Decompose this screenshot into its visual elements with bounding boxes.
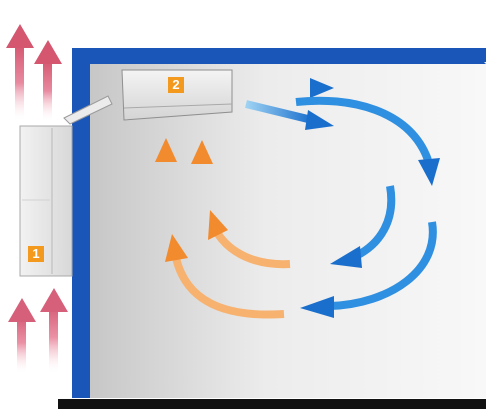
warm-air-arrows <box>155 138 291 319</box>
warm-air-arrow <box>191 140 213 190</box>
outdoor-unit-label: 1 <box>32 246 40 261</box>
unit-2-badge <box>168 77 184 93</box>
floor <box>58 399 486 409</box>
outdoor-unit <box>19 125 73 277</box>
intake-arrow <box>8 298 36 374</box>
refrigerant-pipe <box>63 95 113 125</box>
indoor-unit-label: 2 <box>172 77 180 92</box>
exhaust-arrow <box>6 24 34 122</box>
room-wall-ceiling <box>72 48 486 62</box>
exhaust-arrow <box>34 40 62 122</box>
cool-air-arrow <box>245 100 334 130</box>
warm-air-arrow <box>208 210 291 269</box>
warm-air-arrow <box>155 138 177 216</box>
indoor-unit <box>121 69 233 121</box>
cool-air-arrow <box>330 185 396 268</box>
intake-air-arrows <box>8 288 68 374</box>
unit-1-badge <box>28 246 44 262</box>
intake-arrow <box>40 288 68 374</box>
cool-air-arrow <box>300 221 437 318</box>
warm-air-arrow <box>165 234 285 319</box>
exhaust-air-arrows <box>6 24 62 122</box>
cool-air-arrows <box>245 78 440 318</box>
cool-air-arrow <box>246 78 334 98</box>
cool-air-arrow <box>295 96 440 186</box>
